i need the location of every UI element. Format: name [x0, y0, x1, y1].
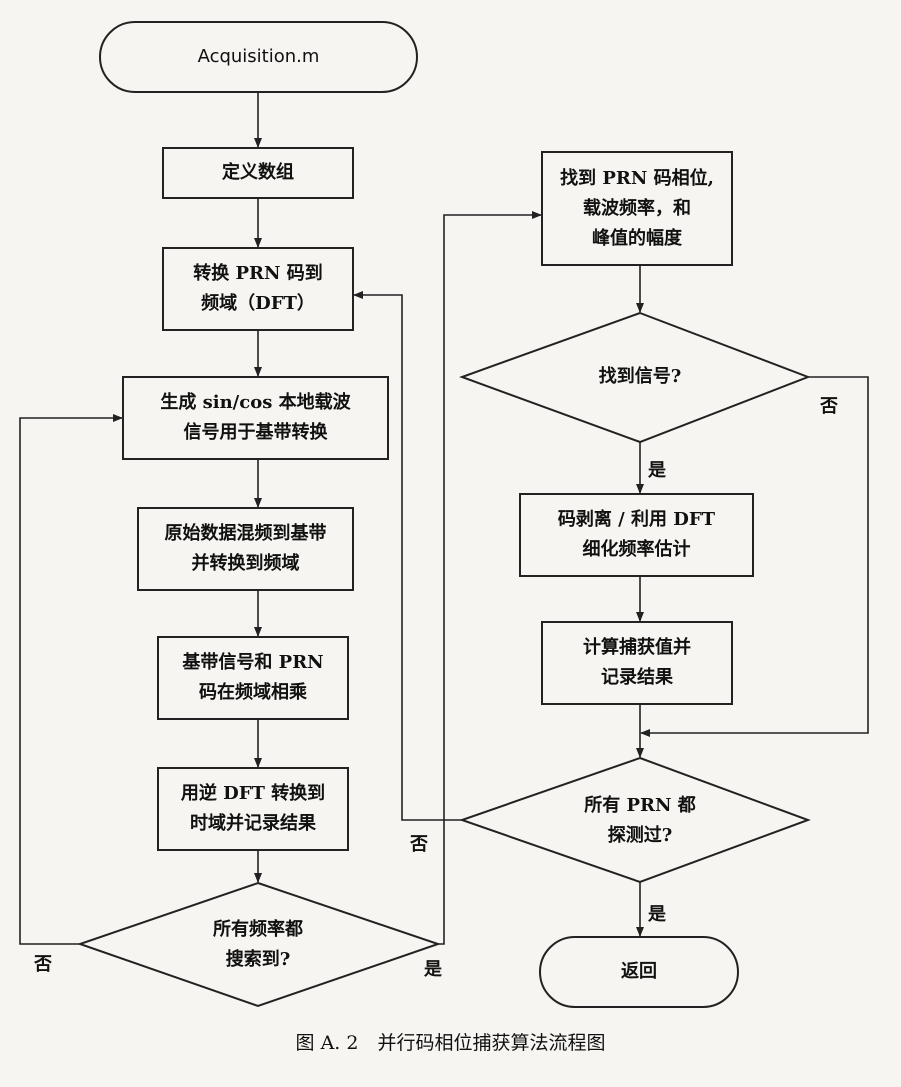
inverse-dft-box — [157, 767, 349, 851]
convert-prn-box — [162, 247, 354, 331]
compute-box — [541, 621, 733, 705]
refine-box — [519, 493, 754, 577]
branch-no-freq: 否 — [34, 954, 52, 975]
branch-yes-signal: 是 — [648, 460, 666, 481]
define-arrays-box — [162, 147, 354, 199]
find-phase-box — [541, 151, 733, 266]
arrow-allprn-no-loop — [353, 291, 462, 821]
branch-yes-freq: 是 — [424, 959, 442, 980]
figure-caption: 图 A. 2 并行码相位捕获算法流程图 — [295, 1032, 606, 1054]
signal-found-diamond — [459, 311, 811, 444]
mix-baseband-box — [137, 507, 354, 591]
arrow-allfreq-no-loop — [19, 414, 123, 945]
all-freq-diamond — [76, 881, 442, 1008]
generate-carrier-box — [122, 376, 389, 460]
arrow-signal-no — [640, 376, 869, 737]
branch-yes-prn: 是 — [648, 904, 666, 925]
return-terminal — [539, 936, 739, 1008]
multiply-box — [157, 636, 349, 720]
all-prn-diamond — [458, 756, 811, 884]
branch-no-signal: 否 — [820, 396, 838, 417]
branch-no-prn: 否 — [410, 834, 428, 855]
arrow-allfreq-yes — [438, 211, 542, 945]
start-terminal — [99, 21, 418, 93]
